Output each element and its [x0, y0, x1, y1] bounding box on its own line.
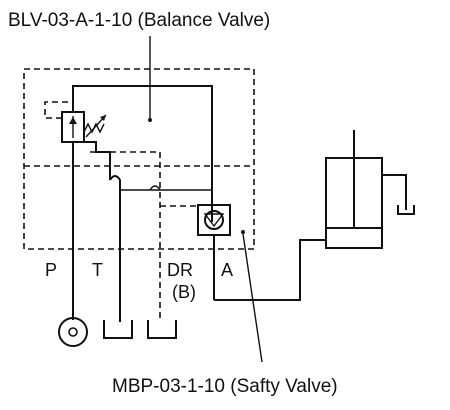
tank-t-icon — [103, 320, 133, 339]
port-label-t: T — [92, 260, 103, 280]
safety-valve-symbol — [197, 204, 231, 300]
line-crossover-t — [109, 175, 121, 182]
manifold-boundary — [23, 68, 255, 250]
cylinder-feed-line — [214, 239, 326, 301]
pressure-line-a — [72, 85, 213, 222]
balance-valve-pilot-line — [44, 101, 74, 119]
drain-pilot-line — [90, 151, 161, 320]
balance-valve-arrowhead — [69, 117, 77, 124]
safety-valve-body — [197, 204, 231, 236]
line-crossover-dr — [149, 185, 161, 191]
pump-symbol — [58, 317, 88, 347]
balance-valve-symbol — [44, 101, 107, 143]
cylinder-vent-line — [382, 174, 407, 210]
port-label-p: P — [45, 260, 57, 280]
adjustable-arrowhead-icon — [100, 115, 106, 121]
safety-valve-leader-line — [242, 233, 263, 363]
cylinder-tank-icon — [397, 205, 415, 215]
balance-valve-label: BLV-03-A-1-10 (Balance Valve) — [8, 10, 270, 31]
tank-line-upper — [84, 141, 111, 180]
tank-dr-icon — [147, 320, 177, 339]
internal-piping — [72, 85, 213, 322]
cylinder-piston — [325, 227, 383, 249]
hydraulic-cylinder — [214, 130, 415, 301]
port-label-b: (B) — [172, 282, 196, 302]
pump-icon — [58, 317, 88, 347]
port-label-dr: DR — [167, 260, 193, 280]
balance-valve-marker-dot — [148, 118, 152, 122]
check-seat-icon — [203, 213, 225, 228]
safety-valve-marker-dot — [241, 230, 245, 234]
check-ball-icon — [204, 210, 224, 230]
port-label-a: A — [221, 260, 233, 280]
valve-block-outline — [23, 68, 255, 250]
safety-valve-label: MBP-03-1-10 (Safty Valve) — [112, 376, 338, 397]
pump-center-icon — [68, 327, 78, 337]
